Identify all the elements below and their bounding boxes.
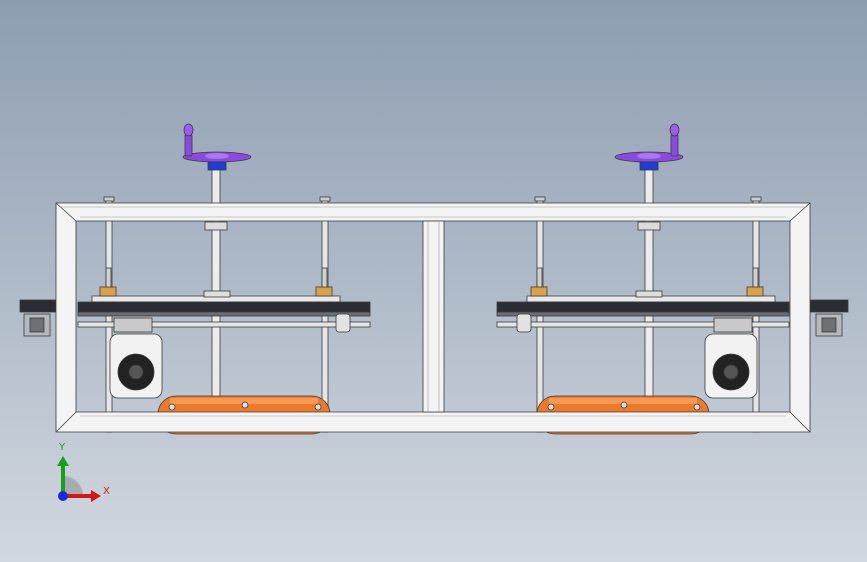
screw-nut	[204, 221, 228, 231]
bracket	[315, 286, 333, 297]
conveyor-rail-lower	[77, 311, 371, 317]
left-mechanism[interactable]	[19, 123, 371, 435]
conveyor-rail	[496, 301, 790, 313]
knob[interactable]	[516, 313, 532, 333]
clamp	[713, 317, 753, 333]
handwheel-icon[interactable]	[614, 123, 684, 171]
belt-guide	[496, 321, 790, 328]
plate-block	[635, 290, 663, 298]
bracket-arm	[321, 267, 328, 289]
axis-x-label: X	[103, 486, 110, 497]
bracket-arm	[752, 267, 759, 289]
handwheel-icon[interactable]	[182, 123, 252, 171]
main-frame[interactable]	[55, 202, 811, 433]
rod-cap	[319, 196, 331, 202]
conveyor-end	[19, 299, 59, 313]
plate-block	[203, 290, 231, 298]
pulley	[821, 317, 837, 333]
motor-icon	[704, 333, 758, 399]
axis-y-label: Y	[59, 442, 66, 453]
bracket	[99, 286, 117, 297]
motor-icon	[109, 333, 163, 399]
bracket	[746, 286, 764, 297]
screw-nut	[637, 221, 661, 231]
pulley	[29, 317, 45, 333]
rod-cap	[534, 196, 546, 202]
knob[interactable]	[335, 313, 351, 333]
rod-cap	[103, 196, 115, 202]
bracket-arm	[105, 267, 112, 289]
conveyor-rail	[77, 301, 371, 313]
center-post	[422, 220, 445, 413]
conveyor-rail-lower	[496, 311, 790, 317]
clamp	[113, 317, 153, 333]
coordinate-triad-icon	[57, 456, 101, 502]
rod-cap	[750, 196, 762, 202]
belt-guide	[77, 321, 371, 328]
bracket	[530, 286, 548, 297]
right-mechanism[interactable]	[496, 123, 849, 435]
conveyor-end	[809, 299, 849, 313]
bracket-arm	[536, 267, 543, 289]
